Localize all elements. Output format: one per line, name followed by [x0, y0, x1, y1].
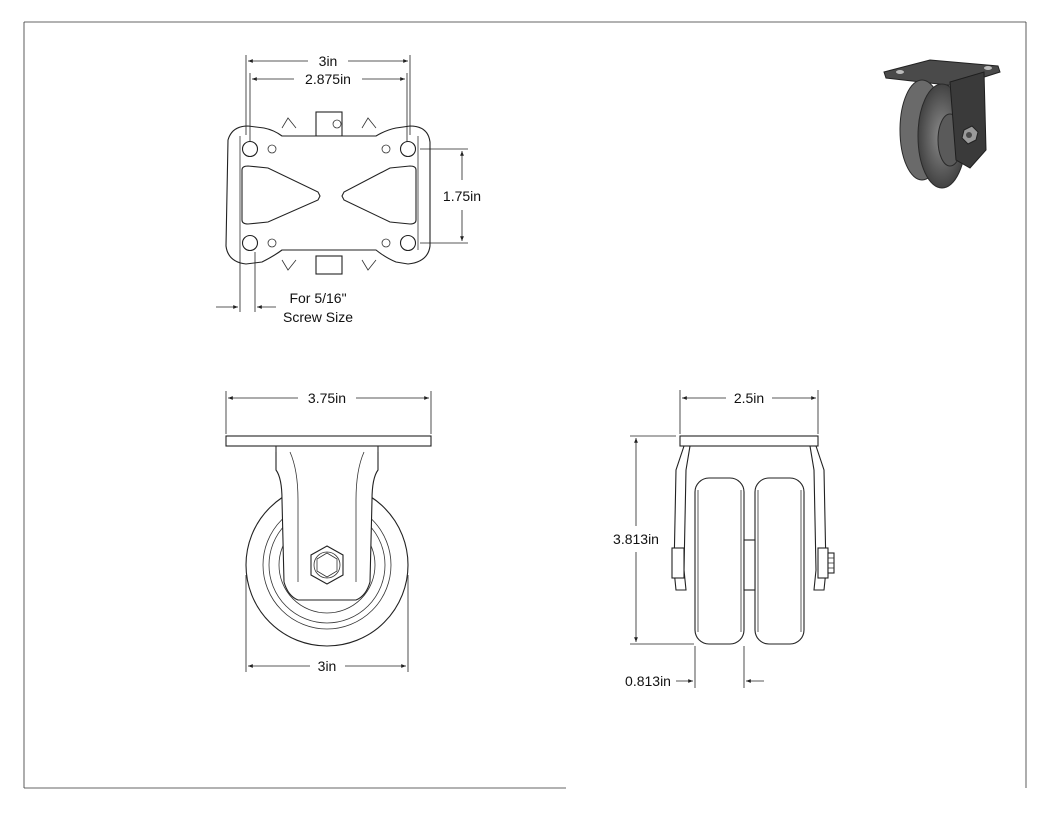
front-fork	[275, 445, 379, 601]
dim-side-width: 2.5in	[734, 390, 764, 406]
side-wheel-left	[694, 477, 745, 645]
screw-note-line2: Screw Size	[283, 309, 353, 325]
dim-front-wheel-diameter: 3in	[318, 658, 337, 674]
screw-note-line1: For 5/16"	[289, 290, 346, 306]
dim-top-width-holes: 2.875in	[305, 71, 351, 87]
dim-top-height-holes: 1.75in	[443, 188, 481, 204]
side-top-plate	[679, 435, 819, 447]
side-view: 2.5in 3.813in 0.813in	[613, 390, 835, 689]
dim-top-width-outer: 3in	[319, 53, 338, 69]
top-view: 3in 2.875in 1.75in For 5/16" Screw Size	[216, 53, 481, 325]
mounting-plate	[225, 125, 431, 265]
dim-side-height: 3.813in	[613, 531, 659, 547]
sheet-border	[23, 21, 1027, 789]
bolt-holes	[241, 140, 417, 252]
front-axle-nut	[310, 545, 344, 585]
front-top-plate	[225, 435, 432, 447]
dim-front-plate-width: 3.75in	[308, 390, 346, 406]
side-wheel-right	[754, 477, 805, 645]
dim-side-wheel-width: 0.813in	[625, 673, 671, 689]
plate-cutout-right	[341, 165, 417, 225]
top-axle-nut	[315, 111, 343, 137]
bottom-axle-nut	[315, 255, 343, 275]
caster-render-icon	[883, 59, 1001, 189]
front-view: 3.75in 3in	[225, 390, 432, 674]
plate-cutout-left	[241, 165, 321, 225]
